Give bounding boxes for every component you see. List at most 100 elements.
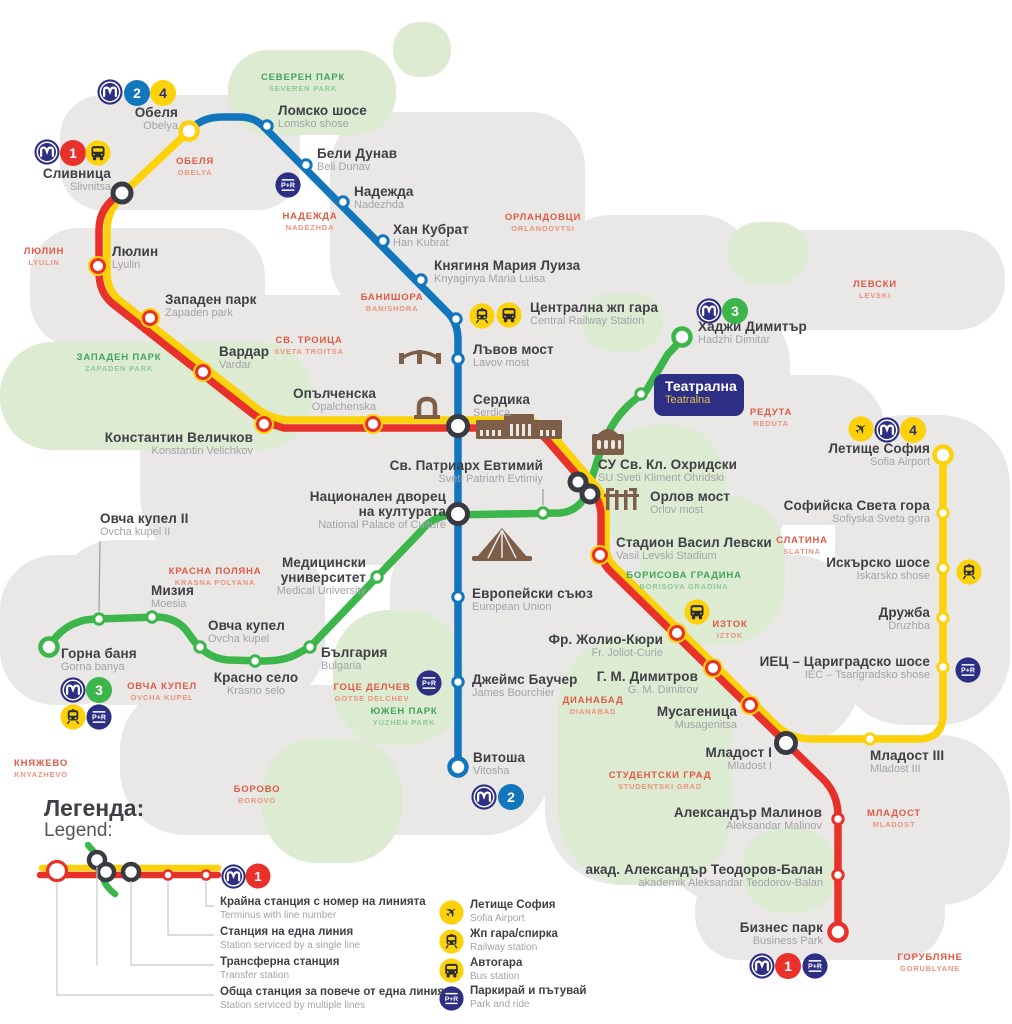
park-and-ride-icon	[955, 657, 981, 683]
park-and-ride-icon	[802, 953, 828, 979]
line-3-badge: 3	[86, 677, 112, 703]
svg-text:3: 3	[731, 303, 739, 319]
station-dot-vardar	[193, 362, 213, 382]
station-dot-nadezhda	[336, 195, 350, 209]
station-dot-k-velichkov	[254, 414, 274, 434]
station-dot-han-kubrat	[376, 234, 390, 248]
station-dot-bulgaria	[303, 640, 317, 654]
legend-line-1-badge: 1	[245, 863, 271, 889]
shared-station-dots	[88, 256, 760, 715]
transfer-mladost1	[774, 731, 798, 755]
station-dot-lyulin	[88, 256, 108, 276]
station-dot-musagenitsa	[740, 695, 760, 715]
transfer-ndk	[446, 502, 470, 526]
terminus-hadzhi-dimitar	[671, 326, 693, 348]
orlov-most-landmark-icon	[604, 488, 639, 510]
svg-text:1: 1	[784, 958, 792, 974]
leader-ovcha-kupel2	[98, 540, 101, 612]
leader-lines	[98, 489, 544, 612]
legend-multi-line-station	[45, 859, 69, 883]
legend-diagram: 1	[36, 841, 271, 996]
station-dot-maria-luiza	[414, 273, 428, 287]
station-dot-iec	[936, 660, 950, 674]
largo-building-landmark-icon	[476, 414, 562, 439]
terminus-gorna-banya	[38, 636, 60, 658]
landmark-icons	[399, 350, 639, 561]
terminus-obelya	[178, 120, 200, 142]
line-1-badge: 1	[775, 953, 801, 979]
bus-station-icon	[684, 599, 710, 625]
airport-icon	[439, 900, 464, 925]
station-dot-teatralna	[634, 387, 648, 401]
map-badges: 2 4 1 3 4 2 3 1	[34, 79, 982, 979]
m1-station-dots	[831, 812, 845, 882]
park-area-shapes	[0, 22, 837, 913]
ndk-landmark-icon	[472, 528, 532, 561]
serdika-ruins-landmark-icon	[414, 396, 440, 419]
metro-logo-icon	[471, 784, 497, 810]
station-dot-lomsko-shose	[260, 119, 274, 133]
station-dot-stadion	[590, 545, 610, 565]
station-dot-mladost3	[863, 732, 877, 746]
legend-transfer-station-b	[95, 861, 117, 883]
station-dot-med-uni	[370, 570, 384, 584]
metro-logo-icon	[221, 864, 246, 889]
park-and-ride-icon	[275, 172, 301, 198]
railway-station-icon	[60, 704, 86, 730]
lavov-most-landmark-icon	[399, 350, 441, 364]
station-dot-al-malinov	[831, 812, 845, 826]
park-and-ride-icon	[86, 704, 112, 730]
metro-logo-icon	[97, 79, 123, 105]
legend-single-station-a	[162, 869, 174, 881]
transfer-su-a	[567, 471, 589, 493]
station-dot-evropeyski	[451, 590, 465, 604]
svg-text:1: 1	[69, 145, 77, 161]
station-dot-krasno-selo	[248, 654, 262, 668]
metro-line-m4	[103, 127, 947, 743]
svg-text:4: 4	[909, 422, 917, 438]
station-dot-james-bourchier	[451, 675, 465, 689]
station-dot-zapaden-park	[140, 308, 160, 328]
metro-logo-icon	[874, 417, 900, 443]
terminus-airport	[932, 444, 954, 466]
legend-leader-lines	[56, 867, 214, 996]
station-dot-sv-patriarh	[536, 506, 550, 520]
